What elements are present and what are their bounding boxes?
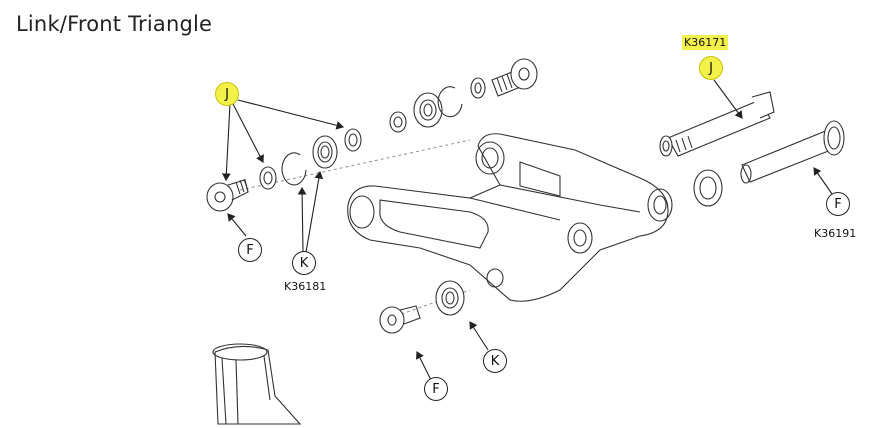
leader-k-to-bearing	[305, 170, 324, 253]
part-number-k36181: K36181	[284, 280, 327, 293]
bolt-left-f	[206, 178, 249, 212]
callout-k-bottom: K	[483, 349, 507, 373]
washer-upper-1	[389, 111, 407, 133]
washer-j-top	[344, 128, 362, 152]
leader-j-to-washer	[232, 103, 264, 163]
leader-lines	[221, 79, 833, 381]
circlip-upper	[437, 86, 463, 118]
bearing-right	[693, 169, 723, 207]
callout-k-left: K	[292, 251, 316, 275]
part-number-k36171-text: K36171	[682, 35, 729, 50]
washer-j-left	[259, 166, 277, 190]
callout-f-right: F	[826, 192, 850, 216]
page-title: Link/Front Triangle	[16, 12, 213, 36]
rocker-link	[347, 133, 673, 302]
leader-k-to-clip	[297, 186, 307, 253]
bearing-k-left	[312, 135, 338, 169]
bolt-upper	[491, 58, 538, 97]
circlip-left	[281, 152, 307, 186]
callout-j-left: J	[215, 82, 239, 106]
bearing-upper	[413, 92, 443, 128]
leader-j-right	[713, 79, 743, 119]
part-number-k36171: K36171	[682, 35, 729, 50]
axis-line-lower	[389, 289, 471, 319]
callout-f-bottom: F	[424, 377, 448, 401]
washer-upper-2	[470, 77, 486, 99]
leader-j-to-bolt	[221, 103, 231, 182]
bolt-bottom-f	[379, 305, 421, 334]
front-triangle-stub	[212, 343, 302, 425]
axle-k36171	[659, 91, 775, 157]
leader-f-bottom	[416, 351, 432, 381]
leader-k-bottom	[469, 321, 489, 351]
callout-j-right: J	[699, 56, 723, 80]
bearing-k-bottom	[435, 280, 465, 316]
callout-f-left: F	[238, 238, 262, 262]
leader-f-right	[813, 167, 833, 195]
axle-k36191	[740, 120, 845, 184]
leader-j-to-top-washer	[237, 99, 345, 130]
part-number-k36191: K36191	[814, 227, 857, 240]
leader-f-to-bolt	[227, 213, 247, 237]
